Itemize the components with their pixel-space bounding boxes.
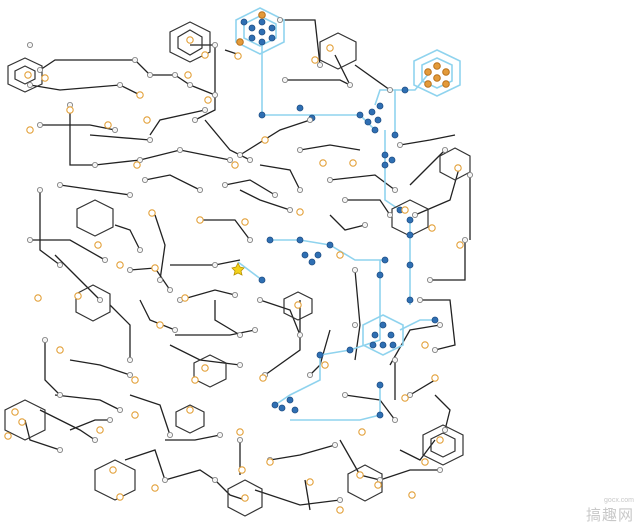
hub-bottom-left[interactable] bbox=[4, 399, 46, 441]
hexagon-hub-icon bbox=[227, 479, 263, 517]
watermark-domain: gocx.com bbox=[604, 497, 634, 504]
terminal-bulbs bbox=[4, 36, 464, 514]
hub-bottom-right[interactable] bbox=[422, 424, 464, 466]
hub-top-mid[interactable] bbox=[319, 32, 357, 70]
hexagon-hub-icon bbox=[94, 459, 136, 501]
watermark: gocx.com 搞趣网 bbox=[574, 497, 634, 525]
powered-path bbox=[237, 45, 435, 421]
star-cursor-icon bbox=[231, 262, 245, 276]
wire-network bbox=[24, 19, 471, 511]
hexagon-hub-icon bbox=[76, 199, 114, 237]
hexagon-hub-icon bbox=[439, 147, 471, 181]
hexagon-hub-icon bbox=[319, 32, 357, 70]
hexagon-hub-icon bbox=[193, 354, 227, 388]
hub-top-right-powered[interactable] bbox=[413, 49, 461, 97]
hub-left-mid[interactable] bbox=[76, 199, 114, 237]
hexagon-hub-icon bbox=[235, 7, 285, 55]
watermark-logo-text: 搞趣网 bbox=[585, 506, 634, 524]
hexagon-hub-icon bbox=[7, 57, 43, 93]
hub-right-mid[interactable] bbox=[439, 147, 471, 181]
hexagon-hub-icon bbox=[75, 284, 111, 322]
hexagon-hub-icon bbox=[175, 404, 205, 434]
hub-top-left-2[interactable] bbox=[7, 57, 43, 93]
selection-cursor[interactable] bbox=[231, 262, 245, 276]
hub-bottom-center[interactable] bbox=[227, 479, 263, 517]
hub-bottom-mid[interactable] bbox=[94, 459, 136, 501]
hexagon-hub-icon bbox=[362, 314, 404, 356]
hexagon-hub-icon bbox=[347, 464, 383, 502]
hub-center-mid[interactable] bbox=[283, 291, 313, 321]
hexagon-hub-icon bbox=[422, 424, 464, 466]
hub-center-lower[interactable] bbox=[193, 354, 227, 388]
hub-top-left-1[interactable] bbox=[169, 21, 211, 63]
powered-terminals bbox=[236, 11, 450, 88]
hexagon-hub-icon bbox=[283, 291, 313, 321]
hub-bottom-left-2[interactable] bbox=[175, 404, 205, 434]
hub-left-lower[interactable] bbox=[75, 284, 111, 322]
powered-nodes bbox=[240, 18, 439, 419]
hexagon-hub-icon bbox=[4, 399, 46, 441]
hub-center-powered[interactable] bbox=[362, 314, 404, 356]
terminal-bulb-icon bbox=[24, 71, 32, 79]
hexagon-hub-icon bbox=[169, 21, 211, 63]
hub-bottom-right-2[interactable] bbox=[347, 464, 383, 502]
hexagon-hub-icon bbox=[413, 49, 461, 97]
